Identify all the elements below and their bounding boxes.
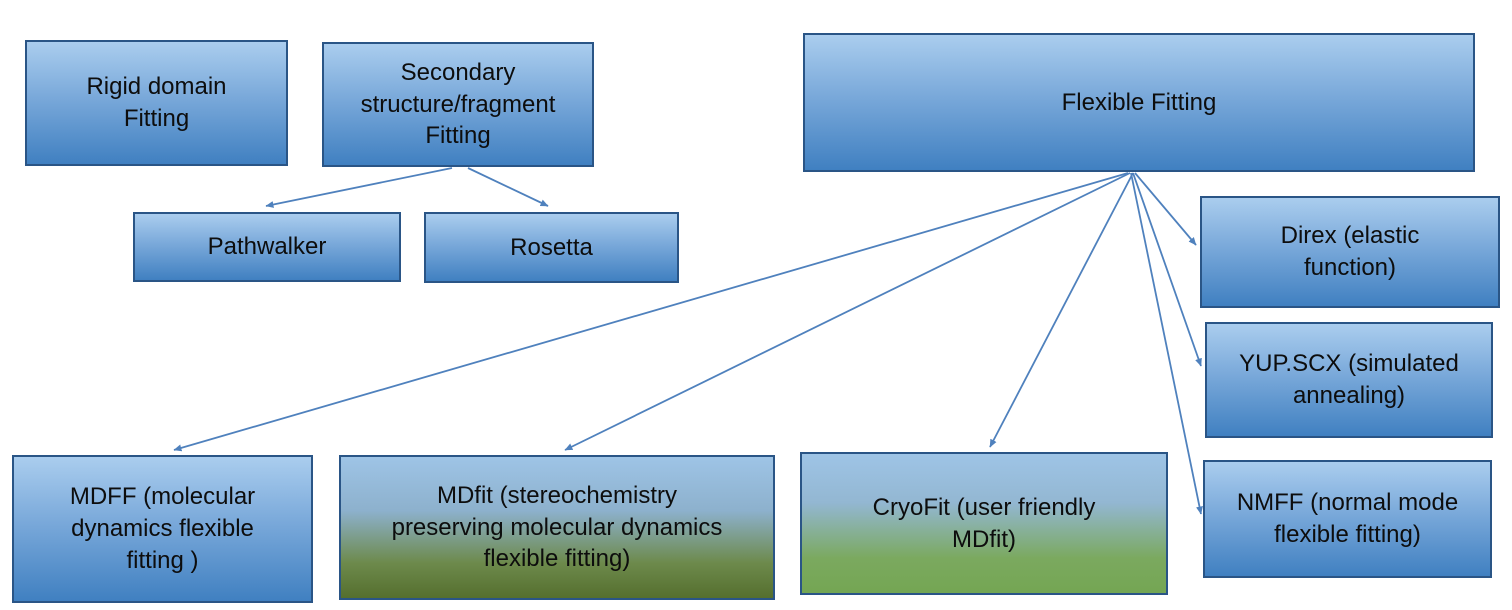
box-direx: Direx (elastic function) <box>1200 196 1500 308</box>
arrow-flexible-to-direx <box>1134 172 1197 246</box>
box-label: Rigid domain Fitting <box>86 73 227 132</box>
box-rigid-domain-fitting: Rigid domain Fitting <box>25 40 288 166</box>
box-nmff: NMFF (normal mode flexible fitting) <box>1203 460 1492 578</box>
box-secondary-structure-fragment-fitting: Secondary structure/fragment Fitting <box>322 42 594 167</box>
box-yupscx: YUP.SCX (simulated annealing) <box>1205 322 1493 438</box>
box-label: Secondary structure/fragment Fitting <box>360 58 556 150</box>
arrow-secondary-to-pathwalker <box>265 167 453 208</box>
arrow-flexible-to-yupscx <box>1132 172 1202 367</box>
box-mdff: MDFF (molecular dynamics flexible fittin… <box>12 455 313 603</box>
box-label: Direx (elastic function) <box>1280 222 1420 281</box>
box-cryofit: CryoFit (user friendly MDfit) <box>800 452 1168 595</box>
arrow-flexible-to-cryofit <box>989 172 1134 448</box>
arrow-secondary-to-rosetta <box>467 167 549 207</box>
box-label: YUP.SCX (simulated annealing) <box>1239 350 1459 409</box>
box-mdfit: MDfit (stereochemistry preserving molecu… <box>339 455 775 600</box>
box-label: NMFF (normal mode flexible fitting) <box>1236 489 1459 548</box>
box-pathwalker: Pathwalker <box>133 212 401 282</box>
box-label: Rosetta <box>510 233 593 261</box>
box-label: Pathwalker <box>207 233 327 261</box>
box-label: MDfit (stereochemistry preserving molecu… <box>391 481 723 573</box>
box-label: MDFF (molecular dynamics flexible fittin… <box>69 483 256 574</box>
box-rosetta: Rosetta <box>424 212 679 283</box>
box-label: CryoFit (user friendly MDfit) <box>872 493 1096 553</box>
box-label: Flexible Fitting <box>1061 88 1217 116</box>
box-flexible-fitting: Flexible Fitting <box>803 33 1475 172</box>
